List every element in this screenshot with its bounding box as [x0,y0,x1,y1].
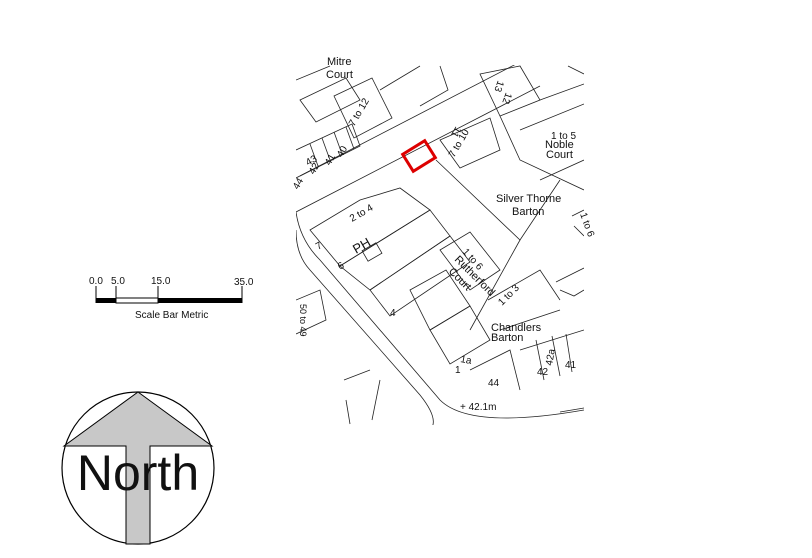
building-outline [379,65,449,107]
house-number-label: 1 to 6 [577,211,596,239]
house-number-label: 42a [544,348,558,367]
house-number-label: 7 [314,240,325,253]
building-outline [296,123,361,177]
house-number-label: 40 [335,144,350,160]
building-outline [539,65,584,101]
house-number-label: 4 [390,308,396,319]
building-outline [343,369,381,425]
building-outline [555,267,584,297]
building-outline [487,269,561,331]
road-edge [296,229,434,425]
scale-bar-caption: Scale Bar Metric [135,310,208,321]
building-outline [469,239,521,331]
public-house-label: PH [350,235,373,257]
building-outline [551,335,561,377]
scale-tick-label: 15.0 [151,276,171,287]
street-name-label: Silver Thorne [496,193,561,205]
road-edge [296,65,516,179]
street-name-label: Court [326,69,353,81]
house-number-label: 2 to 4 [348,202,376,224]
spot-height-label: + 42.1m [460,402,496,413]
building-outline [571,209,584,237]
building-outline [321,137,331,161]
north-label: North [77,445,199,501]
house-number-label: 1 [455,365,461,376]
site-boundary [400,138,438,174]
building-outline [565,333,573,373]
house-number-label: 43 [304,153,320,168]
building-outline [333,131,343,155]
house-number-label: 42 [307,161,322,177]
north-arrow: North [61,391,215,545]
house-number-label: 6 [336,260,347,273]
building-outline [309,143,319,167]
scale-tick-label: 35.0 [234,277,254,288]
house-number-label: 44 [488,378,500,389]
scale-segment [158,298,242,303]
building-outline [519,103,584,181]
scale-segment [96,298,116,303]
building-outline [535,339,545,381]
house-number-label: 1 to 3 [496,282,522,308]
building-outline [499,115,584,191]
road-edge [296,211,584,419]
building-outline [345,126,355,150]
building-outline [333,77,393,139]
house-number-label: 13 [491,79,505,94]
house-number-label: 1a [459,354,472,367]
road-edge [296,85,541,213]
street-name-label: Barton [512,206,544,218]
street-name-label: Noble [545,139,574,151]
house-number-label: 44 [291,176,306,192]
building-outline [439,231,501,291]
house-number-label: 50 to 49 [298,304,308,337]
map-labels: Mitre Court 7 to 12 13 12 11 7 to 10 1 t… [291,56,596,413]
street-name-label: Barton [491,332,523,344]
house-number-label: 42 [537,367,549,378]
scale-segment [115,297,159,304]
house-number-label: 41 [323,152,338,168]
house-number-label: 7 to 12 [347,96,372,128]
building-outline [296,65,361,123]
building-outline [309,187,431,267]
house-number-label: 12 [499,91,513,106]
building-outline [361,242,383,262]
building-outline [469,329,584,391]
house-number-label: 1 to 5 [551,131,576,142]
building-outline [429,305,491,365]
building-outline [369,235,471,317]
street-name-label: Chandlers [491,322,542,334]
scale-tick-label: 5.0 [111,276,125,287]
scale-tick-label: 0.0 [89,276,103,287]
house-number-label: 41 [565,360,577,371]
scale-bar: 0.0 5.0 15.0 35.0 Scale Bar Metric [89,276,254,321]
map-linework [296,65,584,425]
building-outline [296,289,327,335]
street-name-label: Court [546,149,573,161]
building-outline [439,117,501,169]
north-arrow-icon [62,391,214,545]
street-name-label: Mitre [327,56,351,68]
building-outline [559,407,584,413]
